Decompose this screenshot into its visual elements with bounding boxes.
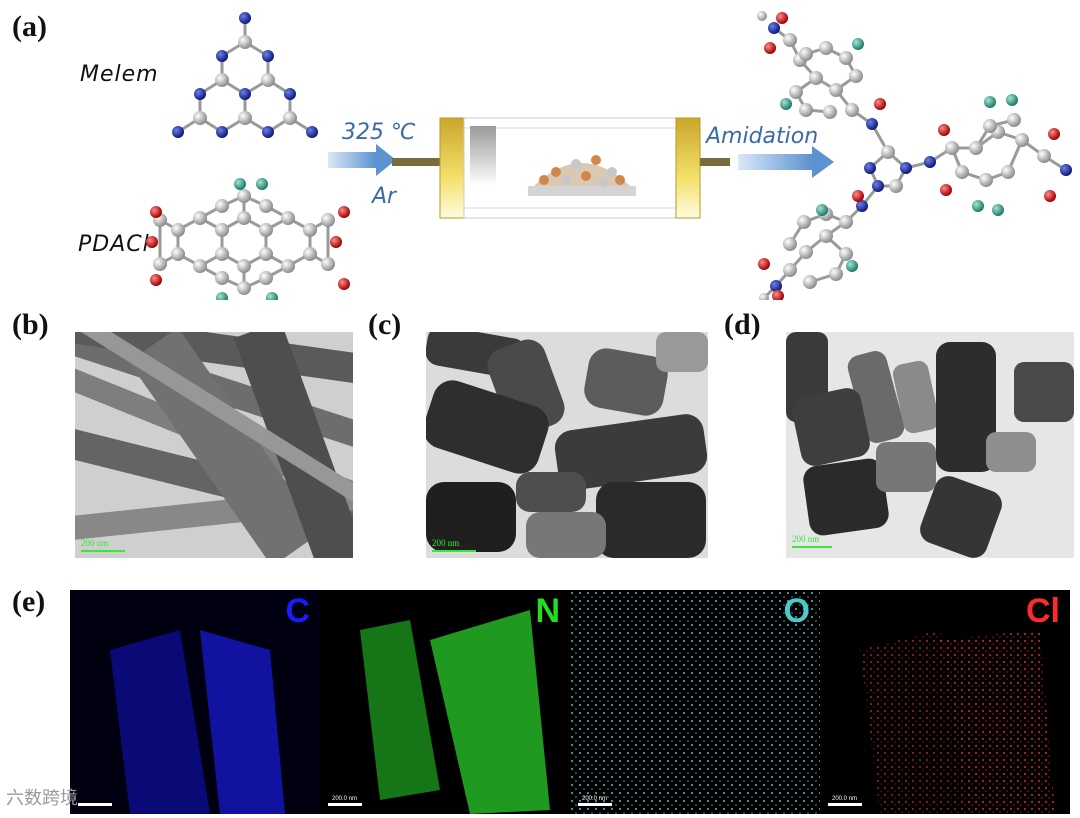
eds-c-pattern xyxy=(70,590,320,814)
eds-scale-bar-n xyxy=(328,803,362,806)
tem-c-rods xyxy=(426,332,708,558)
panel-label-c: (c) xyxy=(368,308,401,342)
tem-d-rods xyxy=(786,332,1074,558)
eds-scale-label-n: 200.0 nm xyxy=(332,796,357,802)
scale-label-b: 200 nm xyxy=(81,538,108,548)
scale-label-d: 200 nm xyxy=(792,534,819,544)
eds-scale-bar-o xyxy=(578,803,612,806)
eds-scale-bar-c xyxy=(78,803,112,806)
eds-scale-label-o: 200.0 nm xyxy=(582,796,607,802)
element-label-c: C xyxy=(285,592,310,631)
watermark: 六数跨境 xyxy=(6,784,78,810)
tube-furnace xyxy=(392,118,730,218)
arrow-right xyxy=(738,146,834,178)
scale-label-c: 200 nm xyxy=(432,538,459,548)
eds-n-pattern xyxy=(320,590,570,814)
panel-label-e: (e) xyxy=(12,585,45,619)
element-label-cl: Cl xyxy=(1026,592,1060,631)
eds-o-pattern xyxy=(570,590,820,814)
scale-bar-b xyxy=(81,550,125,552)
tem-image-d: 200 nm xyxy=(786,332,1074,558)
eds-scale-bar-cl xyxy=(828,803,862,806)
arrow-left xyxy=(328,144,396,176)
tem-image-b: 200 nm xyxy=(75,332,353,558)
pdacl-molecule xyxy=(160,196,328,288)
panel-label-d: (d) xyxy=(724,308,761,342)
tem-image-c: 200 nm xyxy=(426,332,708,558)
eds-map-n: N 200.0 nm xyxy=(320,590,570,814)
reaction-scheme xyxy=(0,0,1080,300)
scale-bar-c xyxy=(432,550,476,552)
element-label-o: O xyxy=(784,592,810,631)
eds-map-cl: Cl 200.0 nm xyxy=(820,590,1070,814)
panel-label-b: (b) xyxy=(12,308,49,342)
element-label-n: N xyxy=(535,592,560,631)
tem-b-rods xyxy=(75,332,353,558)
eds-scale-label-cl: 200.0 nm xyxy=(832,796,857,802)
eds-map-o: O 200.0 nm xyxy=(570,590,820,814)
eds-map-c: C xyxy=(70,590,320,814)
scale-bar-d xyxy=(792,546,832,548)
